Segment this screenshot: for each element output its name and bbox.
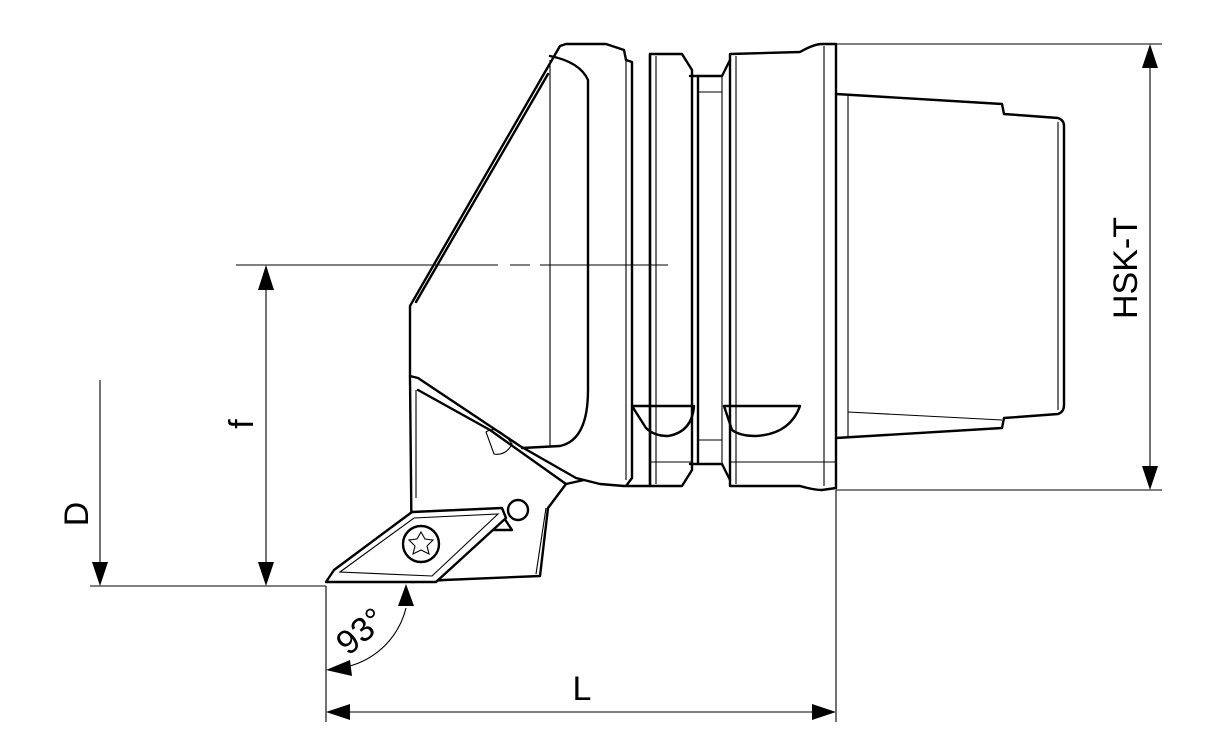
hsk-shank	[834, 92, 1066, 440]
label-hsk-t: HSK-T	[1107, 217, 1145, 319]
label-f: f	[223, 419, 261, 429]
label-d: D	[58, 502, 96, 527]
screw-head	[401, 524, 441, 564]
label-l: L	[573, 670, 592, 708]
flange	[722, 42, 838, 492]
collar	[630, 52, 696, 488]
dim-angle: 93°	[326, 584, 414, 676]
dim-hsk-t: HSK-T	[836, 43, 1162, 491]
label-angle: 93°	[329, 600, 393, 662]
dim-l: L	[325, 490, 837, 722]
cutting-insert	[324, 506, 508, 584]
dim-f: f	[90, 265, 326, 587]
torx-icon	[407, 530, 435, 556]
holder-body	[408, 42, 652, 584]
dim-d: D	[58, 380, 108, 586]
v-groove	[688, 58, 732, 482]
